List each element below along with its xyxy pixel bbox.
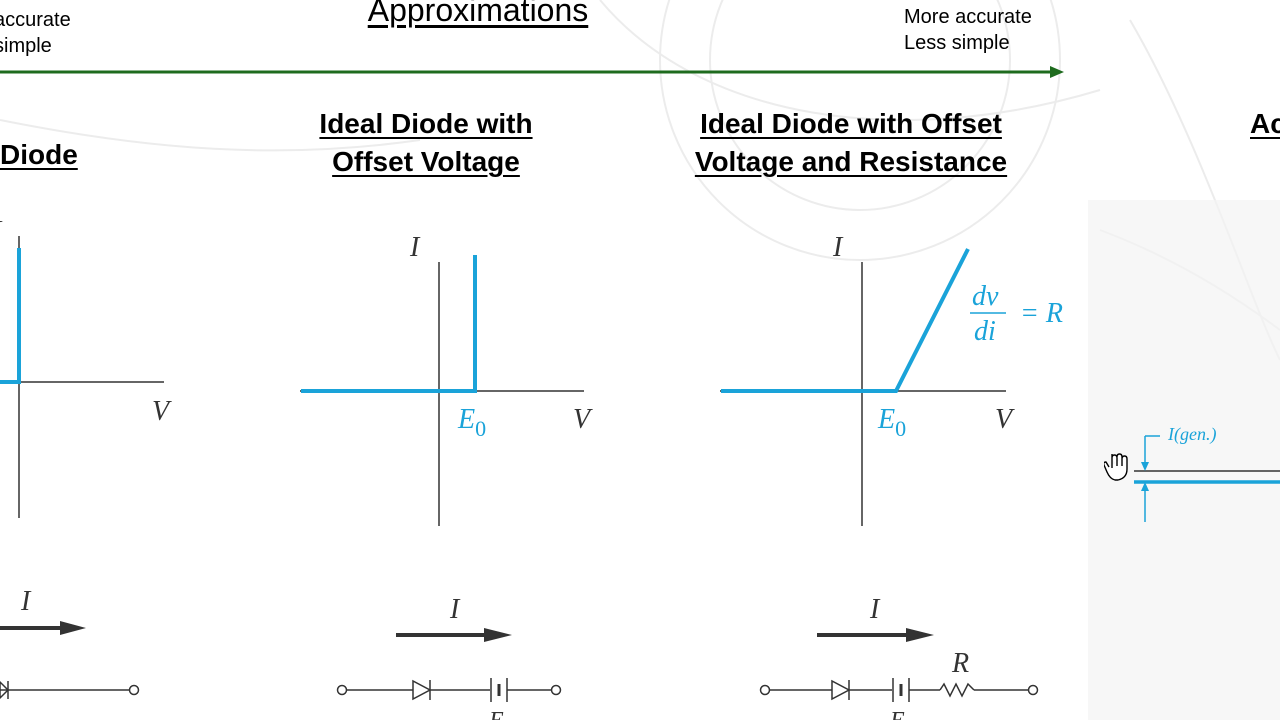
dimension-arrow-down bbox=[1141, 462, 1149, 471]
resistor-label: R bbox=[951, 648, 969, 679]
diode-symbol-icon bbox=[412, 679, 432, 701]
offset-voltage-label: E0 bbox=[457, 404, 486, 441]
slope-numerator: dv bbox=[972, 281, 999, 312]
iv-graph-offset-resistance: I V E0 dv di = R bbox=[720, 232, 1063, 526]
offset-voltage-label: E0 bbox=[877, 404, 906, 441]
source-label: E bbox=[488, 708, 504, 720]
i-axis-label: I bbox=[832, 232, 844, 263]
heading-ideal-diode-line1: Diode bbox=[0, 139, 78, 170]
diode-symbol-icon bbox=[831, 679, 851, 701]
heading-offset-voltage-resistance-line2: Voltage and Resistance bbox=[694, 146, 1008, 177]
v-axis-label: V bbox=[573, 404, 593, 435]
iv-graph-actual: I(gen.) bbox=[1134, 424, 1280, 522]
iv-curve bbox=[721, 248, 970, 393]
iv-graph-offset: I V E0 bbox=[300, 232, 593, 526]
iv-curve bbox=[0, 248, 21, 384]
circuit-offset: I E bbox=[336, 594, 562, 720]
source-label: E bbox=[889, 708, 905, 720]
heading-actual-diode-line1: Ac bbox=[1250, 108, 1280, 139]
page-title: Approximations bbox=[367, 0, 589, 28]
slope-equals-r: = R bbox=[1020, 298, 1063, 329]
dimension-arrow-up bbox=[1141, 482, 1149, 491]
current-label: I bbox=[869, 594, 881, 625]
terminal bbox=[128, 684, 140, 696]
accuracy-note-left-line1: accurate bbox=[0, 9, 71, 31]
generation-current-label: I(gen.) bbox=[1167, 424, 1216, 445]
heading-offset-voltage: Ideal Diode with Offset Voltage bbox=[276, 105, 576, 181]
v-axis-label: V bbox=[995, 404, 1015, 435]
terminal-left bbox=[336, 684, 348, 696]
accuracy-note-right: More accurate Less simple bbox=[904, 4, 1032, 56]
terminal-right bbox=[1027, 684, 1039, 696]
terminal-right bbox=[550, 684, 562, 696]
iv-graph-ideal: I V bbox=[0, 216, 172, 518]
hand-pointer-icon bbox=[1104, 453, 1128, 481]
iv-curve bbox=[301, 255, 477, 393]
current-arrow-head bbox=[484, 628, 512, 642]
i-axis-label: I bbox=[0, 216, 3, 247]
heading-offset-voltage-line2: Offset Voltage bbox=[332, 146, 520, 177]
slope-denominator: di bbox=[974, 316, 996, 347]
slope-equation: dv di = R bbox=[970, 281, 1063, 347]
circuit-offset-resistance: I R E bbox=[759, 594, 1039, 720]
diode-symbol-icon bbox=[0, 680, 10, 700]
heading-offset-voltage-resistance-line1: Ideal Diode with Offset bbox=[700, 108, 1002, 139]
heading-offset-voltage-resistance: Ideal Diode with Offset Voltage and Resi… bbox=[661, 105, 1041, 181]
current-arrow-head bbox=[906, 628, 934, 642]
heading-ideal-diode: Diode bbox=[0, 136, 100, 174]
accuracy-note-left-line2: simple bbox=[0, 35, 52, 57]
resistor-zigzag-icon bbox=[939, 682, 975, 698]
circuit-ideal: I bbox=[0, 586, 140, 700]
heading-offset-voltage-line1: Ideal Diode with bbox=[319, 108, 533, 139]
v-axis-label: V bbox=[152, 396, 172, 427]
accuracy-note-right-line1: More accurate bbox=[904, 6, 1032, 28]
terminal-left bbox=[759, 684, 771, 696]
current-arrow-head bbox=[60, 621, 86, 635]
current-label: I bbox=[20, 586, 32, 617]
heading-actual-diode: Ac bbox=[1250, 105, 1280, 143]
i-axis-label: I bbox=[409, 232, 421, 263]
accuracy-note-right-line2: Less simple bbox=[904, 32, 1010, 54]
accuracy-note-left: accurate simple bbox=[0, 7, 71, 59]
accuracy-arrow-head bbox=[1050, 66, 1064, 78]
current-label: I bbox=[449, 594, 461, 625]
